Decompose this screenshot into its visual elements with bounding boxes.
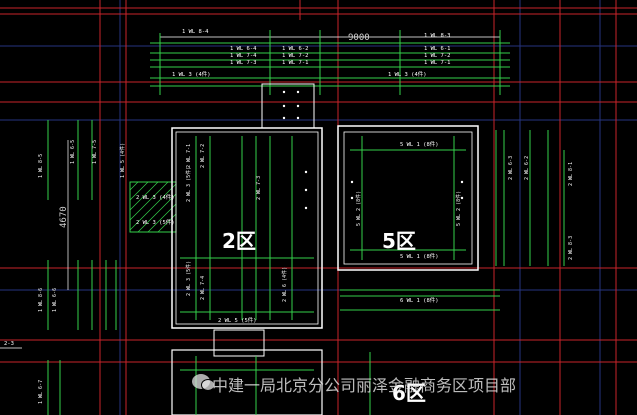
label-2wl-3-4: 2 WL 3 (4件) xyxy=(136,193,175,201)
dimension-4670: 4670 xyxy=(59,206,69,228)
label-1wl-7-2: 1 WL 7-2 xyxy=(282,53,309,59)
zone-5-lower-beams xyxy=(340,289,500,311)
label-2wl-7-3: 2 WL 7-3 xyxy=(256,176,262,200)
label-2wl-7-4: 2 WL 7-4 xyxy=(200,276,206,300)
label-2wl-8-1: 2 WL 8-1 xyxy=(568,162,574,186)
label-6wl-1: 6 WL 1 (8件) xyxy=(400,296,439,304)
zone-5-block: 5区 5 WL 1 (8件) 5 WL 2 (8件) 5 WL 2 (8件) 5… xyxy=(337,125,479,304)
label-2wl-5: 2 WL 5 (5件) xyxy=(218,316,257,324)
label-5wl-1-bottom: 5 WL 1 (8件) xyxy=(400,252,439,260)
dimension-9000: 9000 xyxy=(348,33,370,43)
zone-2-block: 2区 2 WL 7-1 2 WL 7-2 2 WL 3 (5件) 2 WL 3 … xyxy=(136,83,323,329)
wechat-icon xyxy=(192,374,215,391)
label-1wl-7-4: 1 WL 7-4 xyxy=(230,53,257,59)
label-1wl-6-7: 1 WL 6-7 xyxy=(38,380,44,404)
left-labels: 1 WL 8-5 1 WL 6-5 1 WL 7-5 1 WL 5 (4件) 1… xyxy=(38,140,126,404)
label-1wl-5: 1 WL 5 (4件) xyxy=(119,143,126,178)
label-1wl-7-2b: 1 WL 7-2 xyxy=(424,53,451,59)
label-1wl-8-5: 1 WL 8-5 xyxy=(38,154,44,178)
label-2wl-8-3: 2 WL 8-3 xyxy=(568,236,574,260)
label-1wl-6-5: 1 WL 6-5 xyxy=(70,140,76,164)
label-5wl-1-top: 5 WL 1 (8件) xyxy=(400,140,439,148)
label-2wl-7-1: 2 WL 7-1 xyxy=(186,144,192,168)
label-1wl-8-4: 1 WL 8-4 xyxy=(182,29,209,35)
label-1wl-6-2: 1 WL 6-2 xyxy=(282,46,309,52)
left-members xyxy=(47,120,117,415)
label-2wl-7-2: 2 WL 7-2 xyxy=(200,144,206,168)
right-labels: 2 WL 6-3 2 WL 6-2 2 WL 8-1 2 WL 8-3 xyxy=(508,156,574,260)
label-5wl-2-right: 5 WL 2 (8件) xyxy=(455,191,462,226)
watermark-text: 中建一局北京分公司丽泽金融商务区项目部 xyxy=(212,376,517,395)
label-2wl-6-2: 2 WL 6-2 xyxy=(524,156,530,180)
label-1wl-7-1b: 1 WL 7-1 xyxy=(424,60,451,66)
label-1wl-6-1: 1 WL 6-1 xyxy=(424,46,451,52)
zone-5-label: 5区 xyxy=(382,229,416,253)
label-1wl-7-5: 1 WL 7-5 xyxy=(92,140,98,164)
label-2wl-3-5b: 2 WL 3 (5件) xyxy=(136,218,175,226)
label-2wl-3-5c: 2 WL 3 (5件) xyxy=(185,261,192,296)
top-beam-lines xyxy=(150,30,510,95)
label-5wl-2-left: 5 WL 2 (8件) xyxy=(355,191,362,226)
label-1wl-7-3: 1 WL 7-3 xyxy=(230,60,257,66)
top-labels: 1 WL 8-4 1 WL 6-4 1 WL 7-4 1 WL 7-3 1 WL… xyxy=(172,29,451,78)
hatched-connector xyxy=(129,181,177,233)
label-1wl-7-1: 1 WL 7-1 xyxy=(282,60,309,66)
right-members xyxy=(495,130,565,266)
label-1wl-3-right: 1 WL 3 (4件) xyxy=(388,70,427,78)
label-1wl-3-left: 1 WL 3 (4件) xyxy=(172,70,211,78)
label-2wl-6: 2 WL 6 (4件) xyxy=(281,267,288,302)
label-1wl-6-4: 1 WL 6-4 xyxy=(230,46,257,52)
zone-6-block: 6区 xyxy=(171,329,426,415)
label-1wl-6-6: 1 WL 6-6 xyxy=(52,288,58,312)
label-2wl-3-5a: 2 WL 3 (5件) xyxy=(185,167,192,202)
zone-6-label: 6区 xyxy=(392,381,426,405)
label-2wl-6-3: 2 WL 6-3 xyxy=(508,156,514,180)
label-1wl-8-3: 1 WL 8-3 xyxy=(424,33,451,39)
edge-mark: 2-3 xyxy=(4,341,14,347)
left-dimension: 4670 2-3 xyxy=(0,140,69,349)
label-1wl-8-6: 1 WL 8-6 xyxy=(38,288,44,312)
zone-2-label: 2区 xyxy=(222,229,256,253)
